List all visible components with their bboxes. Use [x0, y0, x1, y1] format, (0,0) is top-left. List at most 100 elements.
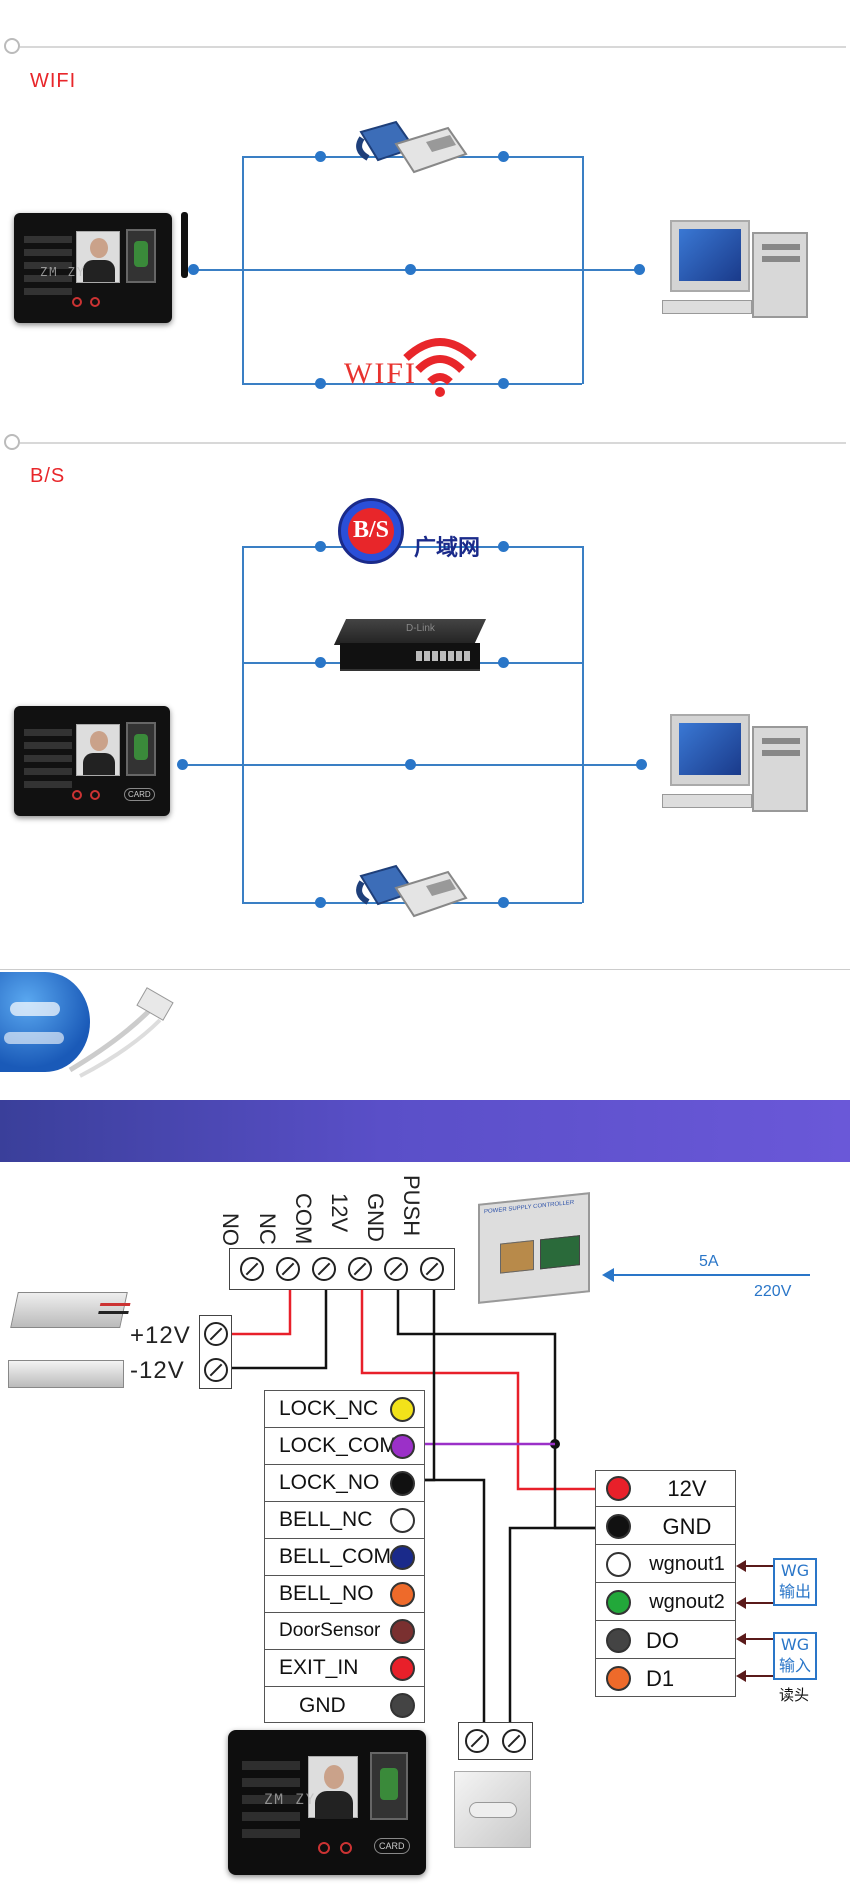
pin-lock-nc: LOCK_NC	[265, 1391, 425, 1428]
connection-node	[315, 657, 326, 668]
pin-indicator	[390, 1545, 415, 1570]
pin-indicator	[390, 1508, 415, 1533]
pin-indicator	[390, 1693, 415, 1718]
section-marker	[4, 434, 20, 450]
magnetic-lock	[8, 1360, 124, 1388]
monitor	[670, 220, 750, 292]
face-photo	[76, 231, 120, 283]
device-watermark: ZM ZY	[264, 1792, 317, 1808]
arrow-head	[736, 1633, 746, 1645]
usb-plug-icon	[356, 864, 468, 918]
signal-arrow	[742, 1565, 774, 1567]
pin-door-sensor: DoorSensor	[265, 1613, 425, 1650]
connection-node	[636, 759, 647, 770]
pin-12v: 12V	[596, 1471, 736, 1507]
pin-wgnout2: wgnout2	[596, 1585, 736, 1621]
attendance-terminal: ZM ZY	[14, 213, 172, 323]
wg-input-box: WG 输入	[773, 1632, 817, 1680]
right-terminal-block: 12V GND wgnout1 wgnout2 DO D1	[595, 1470, 736, 1697]
pin-bell-no: BELL_NO	[265, 1576, 425, 1613]
pc-tower	[752, 232, 808, 318]
arrow-head	[736, 1670, 746, 1682]
pin-gnd-right: GND	[596, 1509, 736, 1545]
pin-indicator	[390, 1619, 415, 1644]
lock-power-label-minus: -12V	[130, 1357, 185, 1384]
signal-arrow	[742, 1602, 774, 1604]
connection-node	[405, 759, 416, 770]
connection-node	[315, 151, 326, 162]
connection-node	[498, 897, 509, 908]
pin-indicator	[390, 1471, 415, 1496]
terminal-screw	[276, 1257, 300, 1281]
fingerprint-sensor	[126, 229, 156, 283]
status-led	[72, 790, 82, 800]
card-reader-label: CARD	[124, 788, 155, 801]
status-led	[90, 790, 100, 800]
antenna	[181, 212, 188, 278]
connection-node	[498, 541, 509, 552]
status-led	[318, 1842, 330, 1854]
face-photo	[76, 724, 120, 776]
network-switch: D-Link	[333, 617, 487, 677]
lock-power-label-plus: +12V	[130, 1322, 191, 1349]
pin-indicator	[606, 1590, 631, 1615]
pin-exit-in: EXIT_IN	[265, 1650, 425, 1687]
pin-lock-com: LOCK_COM	[265, 1428, 425, 1465]
voltage-label: 220V	[754, 1283, 792, 1300]
status-led	[340, 1842, 352, 1854]
connection-node	[177, 759, 188, 770]
keypad	[24, 231, 72, 301]
wan-label: 广域网	[414, 536, 481, 561]
pin-indicator	[606, 1476, 631, 1501]
attendance-terminal: CARD	[14, 706, 170, 816]
terminal-screw	[420, 1257, 444, 1281]
signal-arrow	[742, 1675, 774, 1677]
connection-node	[315, 541, 326, 552]
pin-bell-com: BELL_COM	[265, 1539, 425, 1576]
power-input-line	[608, 1274, 810, 1276]
wg-output-box: WG 输出	[773, 1558, 817, 1606]
terminal-screw	[384, 1257, 408, 1281]
section-title-wifi: WIFI	[30, 70, 77, 92]
bs-badge: B/S	[338, 498, 404, 564]
face-photo	[308, 1756, 358, 1819]
pin-d1: D1	[596, 1661, 736, 1697]
terminal-screw	[240, 1257, 264, 1281]
switch-brand: D-Link	[406, 623, 435, 634]
pin-indicator	[390, 1582, 415, 1607]
device-watermark: ZM ZY	[40, 265, 87, 279]
card-reader-label: CARD	[374, 1838, 410, 1854]
terminal-screw	[465, 1729, 490, 1753]
section-banner	[0, 1100, 850, 1162]
pin-indicator	[606, 1552, 631, 1577]
connection-node	[188, 264, 199, 275]
exit-button-terminal	[458, 1722, 533, 1760]
pin-indicator	[606, 1514, 631, 1539]
wifi-label: WIFI	[344, 357, 417, 390]
bs-badge-label: B/S	[352, 517, 390, 543]
terminal-screw	[312, 1257, 336, 1281]
fingerprint-sensor	[126, 722, 156, 776]
keypad	[24, 724, 72, 794]
fingerprint-sensor	[370, 1752, 408, 1820]
pin-do: DO	[596, 1623, 736, 1659]
section-divider	[0, 969, 850, 970]
reader-label: 读头	[779, 1686, 810, 1704]
pin-gnd: GND	[265, 1687, 425, 1724]
pin-wgnout1: wgnout1	[596, 1547, 736, 1583]
pin-indicator	[606, 1666, 631, 1691]
top-terminal-block	[229, 1248, 455, 1290]
pin-indicator	[390, 1656, 415, 1681]
pin-indicator	[390, 1434, 415, 1459]
pc-tower	[752, 726, 808, 812]
connection-node	[405, 264, 416, 275]
terminal-screw	[348, 1257, 372, 1281]
terminal-screw	[203, 1358, 228, 1382]
wifi-signal-icon	[403, 338, 477, 397]
pin-indicator	[606, 1628, 631, 1653]
globe-graphic	[0, 972, 90, 1072]
desktop-computer	[652, 218, 812, 328]
attendance-terminal: ZM ZY CARD	[228, 1730, 426, 1875]
terminal-screw	[501, 1729, 526, 1753]
arrow-head	[602, 1268, 614, 1282]
